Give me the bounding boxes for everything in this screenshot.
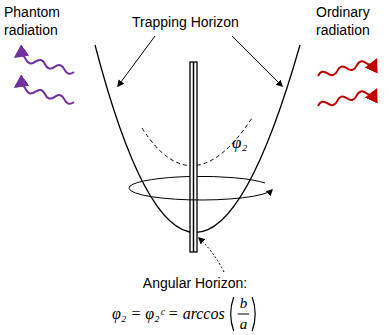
leader-line [199,238,224,272]
fraction-bar [238,314,250,315]
ordinary-wave [317,88,377,109]
ordinary-wave [317,58,377,79]
central-bar [190,62,197,252]
radiation-label: Phantom radiation [4,4,76,39]
formula: φ₂ = φ₂ᶜ = arccos [112,304,225,324]
phantom-wave [15,54,75,75]
fraction-numerator: b [240,294,248,313]
leader-arrow [232,36,282,86]
radiation-label: Ordinary radiation [316,4,384,39]
horizon-label: Trapping Horizon [132,14,239,32]
parenthesis [231,297,234,331]
rotation-ring [129,186,272,200]
phantom-wave [15,84,75,105]
fraction-denominator: a [240,315,248,334]
parenthesis [252,297,255,331]
leader-arrow [118,36,155,86]
horizon-label: Angular Horizon: [143,275,247,293]
angle-label: φ₂ [232,132,247,153]
central-bar [193,62,195,252]
